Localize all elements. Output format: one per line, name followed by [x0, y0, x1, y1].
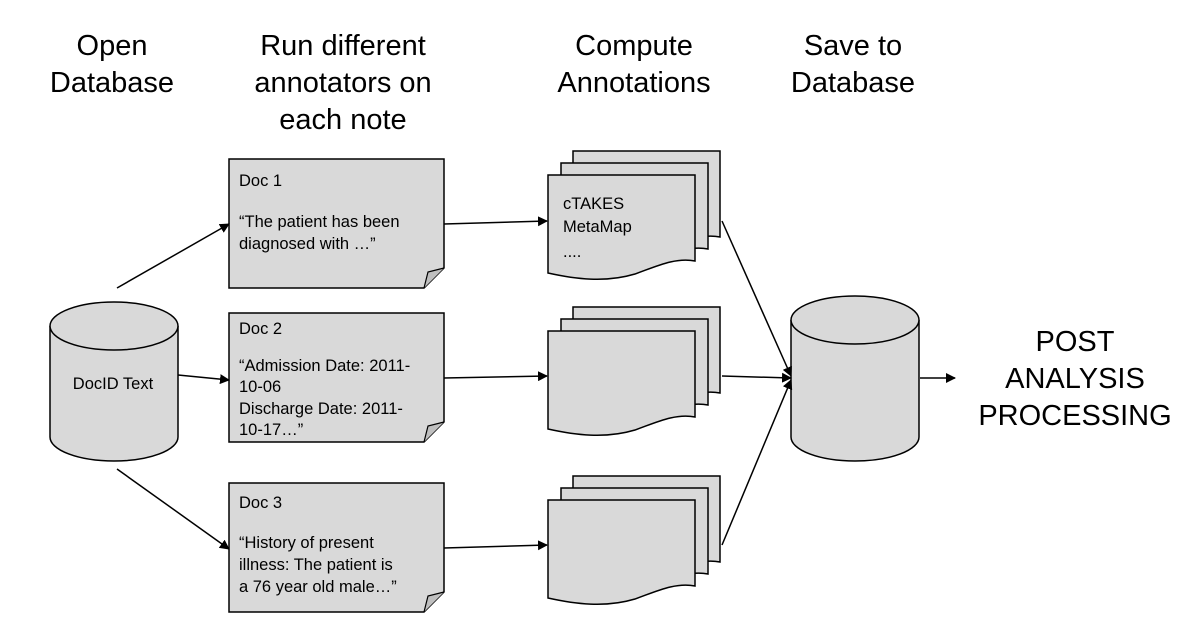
doc-title: Doc 3: [239, 494, 282, 512]
output-line: POST: [1036, 326, 1115, 358]
annotation-text-line: ....: [563, 243, 581, 261]
heading-open-database: Open Database: [50, 30, 174, 99]
arrow-db-to-doc3: [116, 468, 230, 550]
doc-text-line: diagnosed with …”: [239, 235, 376, 253]
output-line: PROCESSING: [978, 400, 1171, 432]
doc-text-line: a 76 year old male…”: [239, 578, 397, 596]
post-analysis-processing: POST ANALYSIS PROCESSING: [978, 326, 1171, 432]
heading-line: Run different: [260, 30, 426, 62]
annotation-stack-2: [547, 306, 721, 437]
doc-text-line: 10-17…”: [239, 421, 303, 439]
heading-run-annotators: Run different annotators on each note: [254, 30, 431, 136]
document-1: Doc 1 “The patient has been diagnosed wi…: [228, 158, 445, 289]
database-label: DocID Text: [73, 375, 154, 393]
output-line: ANALYSIS: [1005, 363, 1145, 395]
doc-text-line: “History of present: [239, 534, 374, 552]
arrow-annotations1-to-db: [721, 220, 792, 377]
document-2: Doc 2 “Admission Date: 2011- 10-06 Disch…: [228, 312, 445, 443]
arrow-db-to-doc2: [177, 374, 230, 385]
heading-line: Database: [791, 67, 915, 99]
heading-line: Save to: [804, 30, 902, 62]
heading-line: each note: [279, 104, 406, 136]
doc-text-line: “The patient has been: [239, 213, 400, 231]
doc-text-line: “Admission Date: 2011-: [239, 357, 410, 375]
arrow-annotations3-to-db: [721, 379, 793, 546]
heading-line: Annotations: [557, 67, 710, 99]
heading-line: annotators on: [254, 67, 431, 99]
annotation-text-line: MetaMap: [563, 218, 632, 236]
heading-save-to-database: Save to Database: [791, 30, 915, 99]
heading-line: Open: [77, 30, 148, 62]
heading-line: Database: [50, 67, 174, 99]
annotation-stack-3: [547, 475, 721, 606]
doc-title: Doc 1: [239, 172, 282, 190]
arrow-annotations2-to-db: [721, 372, 792, 383]
document-3: Doc 3 “History of present illness: The p…: [228, 482, 445, 613]
destination-database: [790, 295, 920, 462]
heading-compute-annotations: Compute Annotations: [557, 30, 710, 99]
doc-text-line: illness: The patient is: [239, 556, 393, 574]
arrow-db-to-doc1: [116, 223, 230, 289]
source-database: DocID Text: [49, 301, 179, 462]
arrow-doc3-to-annotations: [443, 540, 548, 551]
annotation-stack-1: cTAKES MetaMap ....: [547, 150, 721, 281]
arrow-doc2-to-annotations: [443, 371, 548, 382]
doc-text-line: Discharge Date: 2011-: [239, 400, 403, 418]
heading-line: Compute: [575, 30, 693, 62]
annotation-text-line: cTAKES: [563, 195, 624, 213]
doc-title: Doc 2: [239, 320, 282, 338]
doc-text-line: 10-06: [239, 378, 281, 396]
arrow-doc1-to-annotations: [443, 216, 548, 227]
